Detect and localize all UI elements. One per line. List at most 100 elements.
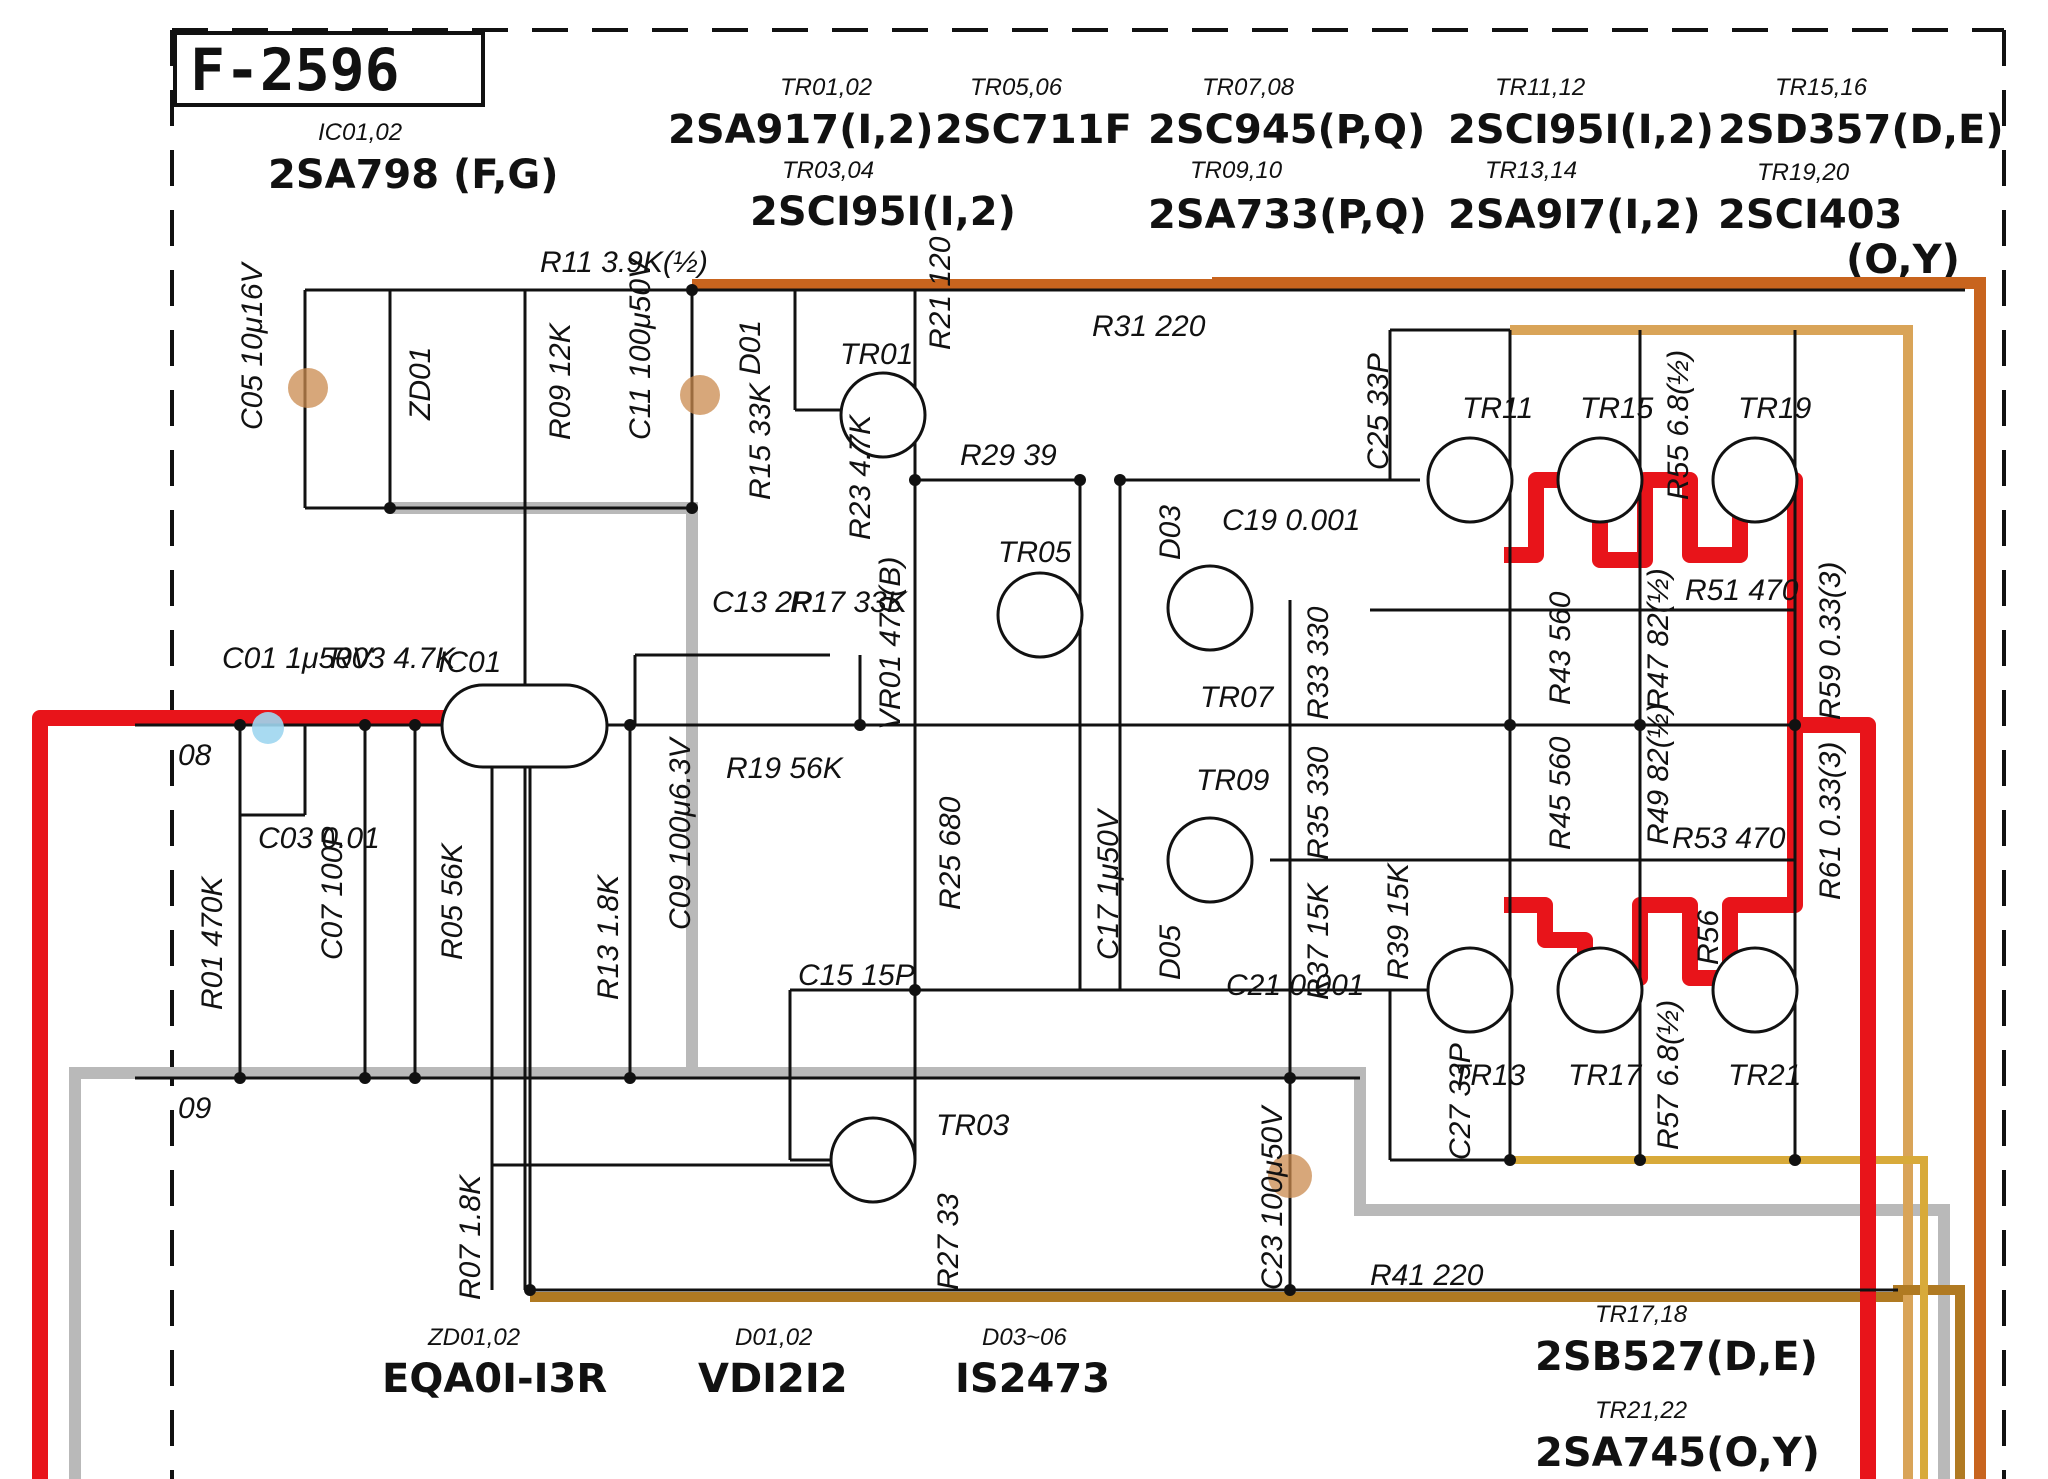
tr03-label: TR03 <box>936 1109 1010 1142</box>
tr21-label: TR21 <box>1728 1059 1801 1092</box>
ic01-label: IC01 <box>438 646 501 679</box>
r43-label: R43 560 <box>1544 591 1577 705</box>
c19-label: C19 0.001 <box>1222 504 1360 537</box>
diagram-id: F-2596 <box>190 36 400 104</box>
tr01-symbol <box>839 371 927 459</box>
tr01-02-ref: TR01,02 <box>780 74 872 101</box>
d01-02-part: VDI2I2 <box>698 1356 848 1402</box>
tr17-label: TR17 <box>1568 1059 1643 1092</box>
r57-label: R57 6.8(½) <box>1652 1000 1685 1150</box>
tr03-04-ref: TR03,04 <box>782 157 874 184</box>
tr03-symbol <box>829 1116 917 1204</box>
r09-label: R09 12K <box>544 321 577 440</box>
tr05-label: TR05 <box>998 536 1072 569</box>
tr17-symbol <box>1556 946 1644 1034</box>
c03-label: C03 0.01 <box>258 822 380 855</box>
r13-label: R13 1.8K <box>592 873 625 1000</box>
c07-label: C07 100P <box>316 827 349 960</box>
tr13-14-part: 2SA9I7(I,2) <box>1448 192 1701 238</box>
r23-label: R23 4.7K <box>844 413 877 540</box>
tr11-label: TR11 <box>1462 392 1533 425</box>
tr03-04-part: 2SCI95I(I,2) <box>750 189 1016 235</box>
c25-label: C25 33P <box>1362 353 1395 470</box>
node09-label: 09 <box>178 1092 212 1125</box>
c27-label: C27 33P <box>1444 1043 1477 1160</box>
tr05-symbol <box>996 571 1084 659</box>
tr19-20-ref: TR19,20 <box>1757 159 1850 186</box>
tr19-symbol <box>1711 436 1799 524</box>
zd-part: EQA0I-I3R <box>382 1356 607 1402</box>
c01-mark <box>252 712 284 744</box>
r33-label: R33 330 <box>1302 606 1335 720</box>
tr09-10-ref: TR09,10 <box>1190 157 1283 184</box>
tr19-20-rank: (O,Y) <box>1846 237 1960 283</box>
tr21-symbol <box>1711 946 1799 1034</box>
tr17-18-part: 2SB527(D,E) <box>1535 1334 1818 1380</box>
ic-ref: IC01,02 <box>318 119 402 146</box>
r01-label: R01 470K <box>196 875 229 1010</box>
positive-rail-trace <box>692 277 1986 1479</box>
r37-label: R37 15K <box>1302 881 1335 1000</box>
r03-label: R03 4.7K <box>330 642 457 675</box>
r61-label: R61 0.33(3) <box>1814 742 1847 900</box>
wiring <box>135 288 1965 1292</box>
tr09-10-part: 2SA733(P,Q) <box>1148 192 1427 238</box>
d01-02-ref: D01,02 <box>735 1324 812 1351</box>
tr01-label: TR01 <box>840 338 913 371</box>
tr07-08-ref: TR07,08 <box>1202 74 1295 101</box>
d03-06-part: IS2473 <box>955 1356 1110 1402</box>
tr13-symbol <box>1426 946 1514 1034</box>
r59-label: R59 0.33(3) <box>1814 562 1847 720</box>
r49-label: R49 82(½) <box>1642 703 1675 845</box>
c13-label: C13 2P <box>712 586 812 619</box>
ic01-symbol <box>440 683 609 769</box>
zd01-label: ZD01 <box>404 347 437 421</box>
r17-label: R17 33K <box>790 586 909 619</box>
r29-label: R29 39 <box>960 439 1057 472</box>
r15-label: R15 33K <box>744 381 777 500</box>
d03-06-ref: D03~06 <box>982 1324 1067 1351</box>
c05-mark <box>288 368 328 408</box>
r07-label: R07 1.8K <box>454 1173 487 1300</box>
c01-label: C01 1μ50V <box>222 642 375 675</box>
tr15-symbol <box>1556 436 1644 524</box>
d05-label: D05 <box>1154 925 1187 980</box>
tr21-22-part: 2SA745(O,Y) <box>1535 1430 1820 1476</box>
c21-label: C21 0.001 <box>1226 969 1364 1002</box>
c05-label: C05 10μ16V <box>236 260 269 430</box>
r47-label: R47 82(½) <box>1642 568 1675 710</box>
c11-mark <box>680 375 720 415</box>
component-labels: R11 3.9K(½) R31 220 C05 10μ16V ZD01 R09 … <box>178 236 1847 1300</box>
d01-label: D01 <box>734 320 767 375</box>
tr15-16-part: 2SD357(D,E) <box>1718 107 2004 153</box>
r53-label: R53 470 <box>1672 822 1786 855</box>
tr21-22-ref: TR21,22 <box>1595 1397 1687 1424</box>
d03-label: D03 <box>1154 505 1187 560</box>
c23-label: C23 100μ50V <box>1256 1104 1289 1290</box>
r41-label: R41 220 <box>1370 1259 1484 1292</box>
r05-label: R05 56K <box>436 841 469 960</box>
r21-label: R21 120 <box>924 236 957 350</box>
tr13-label: TR13 <box>1452 1059 1526 1092</box>
tr11-12-ref: TR11,12 <box>1495 74 1585 101</box>
tr09-symbol <box>1166 816 1254 904</box>
vr01-label: VR01 470(B) <box>874 557 907 730</box>
c11-label: C11 100μ50V <box>624 256 657 440</box>
r56-label: R56 <box>1692 910 1725 965</box>
r25-label: R25 680 <box>934 796 967 910</box>
junction-dots <box>234 284 1801 1296</box>
r27-label: R27 33 <box>932 1193 965 1290</box>
transistor-symbols <box>440 371 1799 1204</box>
r35-label: R35 330 <box>1302 746 1335 860</box>
tr07-label: TR07 <box>1200 681 1275 714</box>
tr19-label: TR19 <box>1738 392 1812 425</box>
tr07-08-part: 2SC945(P,Q) <box>1148 107 1425 153</box>
c15-label: C15 15P <box>798 959 915 992</box>
r45-label: R45 560 <box>1544 736 1577 850</box>
tr07-symbol <box>1166 564 1254 652</box>
tr13-14-ref: TR13,14 <box>1485 157 1577 184</box>
tr05-06-part: 2SC711F <box>935 107 1132 153</box>
r31-label: R31 220 <box>1092 310 1206 343</box>
ic-part: 2SA798 (F,G) <box>268 152 559 198</box>
